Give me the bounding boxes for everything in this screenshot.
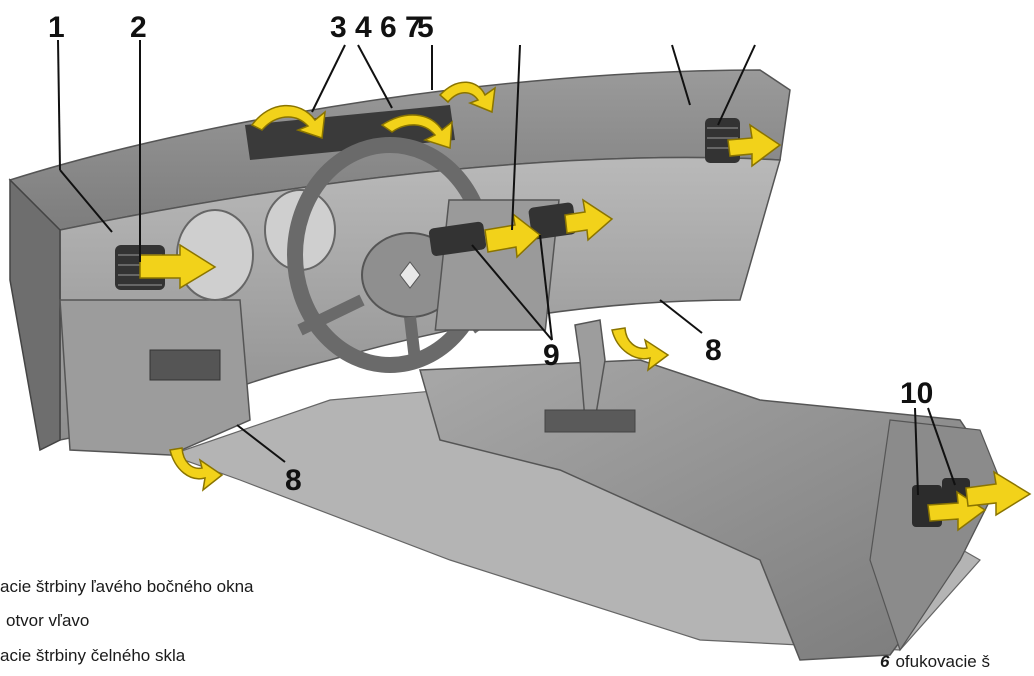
legend-line-3: acie štrbiny čelného skla xyxy=(0,646,185,666)
callout-3467: 3 4 6 7 xyxy=(330,11,422,44)
legend-line-4: 6 ofukovacie š xyxy=(880,652,990,672)
callout-8-right: 8 xyxy=(705,334,722,367)
callout-10: 10 xyxy=(900,377,933,410)
callout-5: 5 xyxy=(417,11,434,44)
console-rear xyxy=(870,420,1000,650)
callout-9: 9 xyxy=(543,339,560,372)
callout-2: 2 xyxy=(130,11,147,44)
callout-8-left: 8 xyxy=(285,464,302,497)
legend-line-1: acie štrbiny ľavého bočného okna xyxy=(0,577,254,597)
legend-text-6: ofukovacie š xyxy=(895,652,990,671)
light-switch-panel xyxy=(150,350,220,380)
shifter-base xyxy=(545,410,635,432)
legend-number-6: 6 xyxy=(880,652,889,671)
callout-1: 1 xyxy=(48,11,65,44)
legend-line-2: otvor vľavo xyxy=(6,611,89,631)
